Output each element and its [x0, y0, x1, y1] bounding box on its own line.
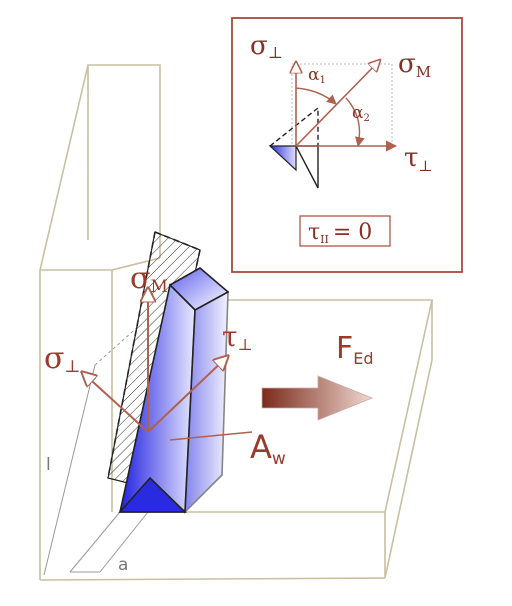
sigma-perp-arrow: [82, 372, 149, 433]
inset-sigma-main-label: σM: [398, 49, 431, 81]
throat-label: a: [118, 555, 128, 575]
inset-tau-parallel-eq: τII= 0: [308, 220, 372, 246]
weld-bead: [118, 267, 230, 515]
force-arrow: [261, 375, 374, 421]
inset-sigma-perp-label: σ⊥: [250, 31, 283, 62]
stress-arrows: [82, 288, 253, 441]
sigma-main-label: σM: [130, 261, 168, 297]
tau-perp-label: τ⊥: [222, 320, 253, 354]
area-label: Aw: [250, 428, 286, 469]
base-plate: [39, 299, 433, 581]
inset-tau-perp-label: τ⊥: [404, 143, 433, 175]
tau-perp-arrow: [147, 356, 228, 433]
area-leader: [169, 431, 253, 441]
sigma-perp-label: σ⊥: [44, 341, 80, 377]
stress-inset: σ⊥ σM τ⊥ α1 α2 τII= 0: [231, 17, 463, 273]
vertical-plate: [39, 64, 161, 580]
dimension-lines: [43, 324, 149, 576]
length-label: l: [46, 455, 51, 475]
inset-alpha2-label: α2: [352, 103, 370, 124]
force-label: FEd: [336, 331, 374, 368]
inset-alpha1-label: α1: [308, 65, 326, 86]
